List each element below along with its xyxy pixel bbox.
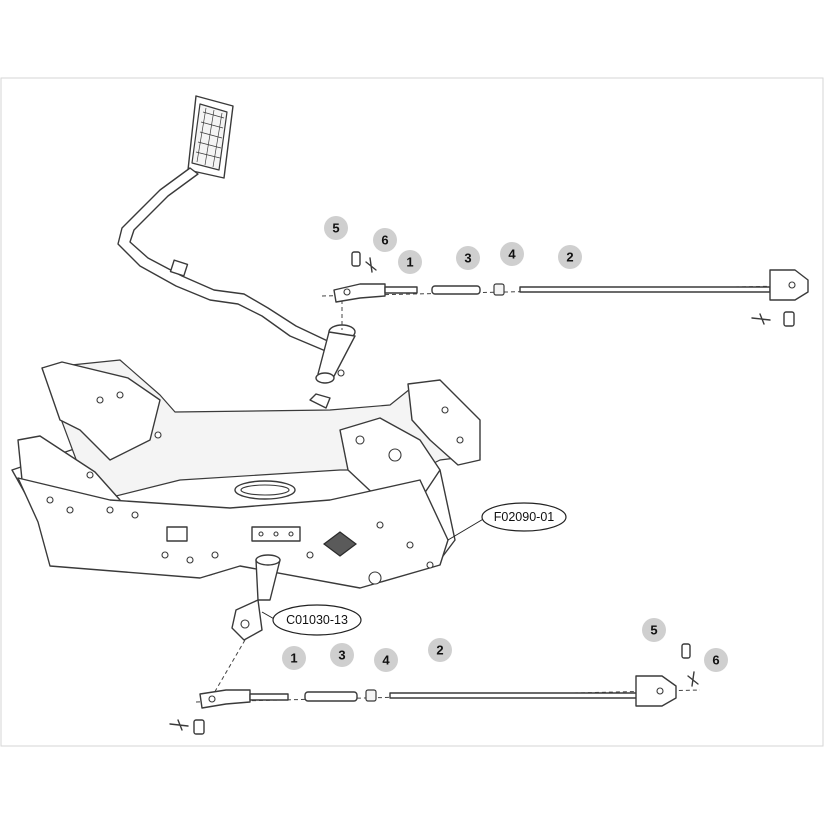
- callout-lower-2: 2: [428, 638, 452, 662]
- upper-clevis: [333, 283, 386, 303]
- ref-pedal-pivot-label: C01030-13: [286, 613, 348, 627]
- pedal-pivot-shaft: [255, 559, 281, 601]
- ref-pedal-pivot[interactable]: C01030-13: [261, 604, 362, 636]
- frame-right-bracket: [407, 379, 481, 466]
- upper-nut: [493, 283, 505, 296]
- callout-upper-3: 3: [456, 246, 480, 270]
- lower-spring: [304, 691, 358, 702]
- upper-linkage: [321, 251, 809, 330]
- upper-rod: [519, 286, 771, 293]
- svg-text:4: 4: [508, 247, 516, 262]
- frame-holes: [46, 391, 464, 585]
- callout-upper-1: 1: [398, 250, 422, 274]
- callout-lower-4: 4: [374, 648, 398, 672]
- lower-cotter-pin: [687, 671, 699, 687]
- upper-clevis-pin: [351, 251, 361, 267]
- svg-text:6: 6: [712, 653, 719, 668]
- lower-clevis-pin: [681, 643, 691, 659]
- svg-text:1: 1: [406, 255, 413, 270]
- lower-rod: [389, 692, 641, 699]
- pedal-tread: [195, 107, 225, 168]
- callout-upper-2: 2: [558, 245, 582, 269]
- upper-callouts: 5 6 1 3 4 2: [324, 216, 582, 274]
- svg-text:3: 3: [464, 251, 471, 266]
- diagram-border: [0, 77, 824, 747]
- frame-left-bracket: [41, 361, 161, 461]
- ref-frame-assembly[interactable]: F02090-01: [447, 502, 567, 541]
- callout-lower-6: 6: [704, 648, 728, 672]
- callout-upper-6: 6: [373, 228, 397, 252]
- svg-text:1: 1: [290, 651, 297, 666]
- lower-clevis: [199, 689, 251, 709]
- lower-rod-clevis: [635, 675, 677, 707]
- callout-lower-1: 1: [282, 646, 306, 670]
- lower-linkage: [169, 639, 701, 735]
- frame-assembly: [11, 359, 481, 641]
- upper-cotter-pin: [365, 257, 377, 273]
- svg-text:2: 2: [566, 250, 573, 265]
- svg-text:4: 4: [382, 653, 390, 668]
- svg-text:5: 5: [332, 221, 339, 236]
- brake-pedal: [117, 95, 356, 409]
- callout-lower-5: 5: [642, 618, 666, 642]
- callout-upper-4: 4: [500, 242, 524, 266]
- callout-upper-5: 5: [324, 216, 348, 240]
- ref-frame-assembly-label: F02090-01: [494, 510, 555, 524]
- frame-cutout: [323, 531, 357, 557]
- lower-nut: [365, 689, 377, 702]
- svg-text:5: 5: [650, 623, 657, 638]
- svg-text:2: 2: [436, 643, 443, 658]
- callout-lower-3: 3: [330, 643, 354, 667]
- pedal-arm: [117, 167, 335, 353]
- lower-callouts: 1 3 4 2 5 6: [282, 618, 728, 672]
- svg-text:6: 6: [381, 233, 388, 248]
- svg-text:3: 3: [338, 648, 345, 663]
- upper-spring: [431, 285, 481, 295]
